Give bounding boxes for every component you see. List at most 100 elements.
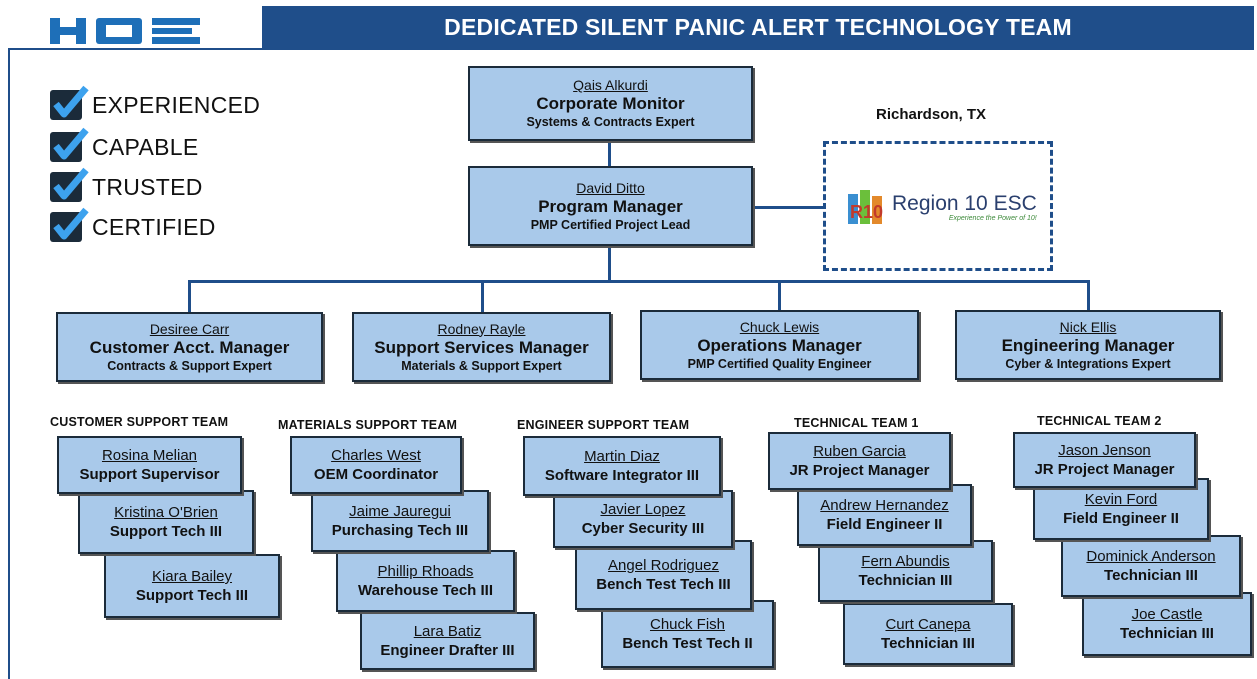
- team-member-box: Lara Batiz Engineer Drafter III: [360, 612, 535, 670]
- team-member-box: Charles West OEM Coordinator: [290, 436, 462, 494]
- checkbox-checked-icon: [50, 85, 89, 120]
- person-name: Javier Lopez: [600, 501, 686, 518]
- connector-line: [752, 206, 824, 209]
- region10-logo: R10 Region 10 ESC Experience the Power o…: [846, 188, 1037, 226]
- org-box-support-services-manager: Rodney Rayle Support Services Manager Ma…: [352, 312, 611, 382]
- team-member-box: Rosina Melian Support Supervisor: [57, 436, 242, 494]
- connector-line: [778, 280, 781, 310]
- person-role: Cyber Security III: [581, 520, 705, 537]
- person-name: Martin Diaz: [584, 448, 660, 465]
- checklist-item: EXPERIENCED: [50, 85, 261, 120]
- team-title: MATERIALS SUPPORT TEAM: [278, 418, 458, 432]
- person-name: Curt Canepa: [885, 616, 971, 633]
- person-role: Field Engineer II: [826, 516, 943, 533]
- team-member-box: Andrew Hernandez Field Engineer II: [797, 484, 972, 546]
- region10-mark-text: R10: [850, 202, 883, 222]
- person-name: Chuck Lewis: [739, 318, 820, 335]
- partner-location: Richardson, TX: [876, 106, 987, 123]
- person-role: JR Project Manager: [1034, 461, 1175, 478]
- team-member-box: Ruben Garcia JR Project Manager: [768, 432, 951, 490]
- person-name: Angel Rodriguez: [608, 557, 719, 574]
- person-role: Operations Manager: [697, 335, 862, 355]
- connector-line: [1087, 280, 1090, 312]
- team-member-box: Chuck Fish Bench Test Tech II: [601, 600, 774, 668]
- team-member-box: Jason Jenson JR Project Manager: [1013, 432, 1196, 488]
- checklist-label: TRUSTED: [92, 173, 203, 200]
- person-role: Technician III: [881, 635, 975, 652]
- person-name: Desiree Carr: [149, 320, 230, 337]
- person-role: Field Engineer II: [1063, 510, 1179, 527]
- team-member-box: Javier Lopez Cyber Security III: [553, 490, 733, 548]
- connector-line: [481, 280, 484, 314]
- person-name: Jason Jenson: [1058, 442, 1151, 459]
- person-role: Technician III: [858, 572, 953, 589]
- person-name: Qais Alkurdi: [573, 77, 648, 93]
- header-rule: [8, 48, 1254, 50]
- person-name: Andrew Hernandez: [820, 497, 949, 514]
- person-name: Phillip Rhoads: [377, 563, 474, 580]
- person-name: Rosina Melian: [101, 447, 198, 464]
- person-expertise: Materials & Support Expert: [401, 358, 562, 373]
- connector-line: [188, 280, 1090, 283]
- team-title: ENGINEER SUPPORT TEAM: [517, 418, 690, 432]
- person-name: Kevin Ford: [1084, 491, 1158, 508]
- checklist-item: TRUSTED: [50, 167, 203, 202]
- checklist-label: CERTIFIED: [92, 213, 216, 240]
- person-name: Kristina O'Brien: [114, 504, 218, 521]
- connector-line: [608, 246, 611, 282]
- checkbox-checked-icon: [50, 207, 89, 242]
- team-member-box: Angel Rodriguez Bench Test Tech III: [575, 540, 752, 610]
- team-member-box: Kevin Ford Field Engineer II: [1033, 478, 1209, 540]
- left-border: [8, 48, 10, 679]
- person-role: Support Supervisor: [79, 466, 220, 483]
- person-role: Purchasing Tech III: [331, 522, 469, 539]
- person-role: Support Tech III: [109, 523, 223, 540]
- partner-box: R10 Region 10 ESC Experience the Power o…: [823, 141, 1053, 271]
- team-member-box: Phillip Rhoads Warehouse Tech III: [336, 550, 515, 612]
- person-expertise: PMP Certified Quality Engineer: [687, 356, 872, 371]
- team-member-box: Kiara Bailey Support Tech III: [104, 554, 280, 618]
- checkbox-checked-icon: [50, 167, 89, 202]
- person-role: OEM Coordinator: [313, 466, 439, 483]
- person-role: Engineering Manager: [1001, 335, 1175, 355]
- person-role: Support Services Manager: [374, 337, 589, 357]
- person-expertise: Systems & Contracts Expert: [526, 115, 695, 129]
- org-box-engineering-manager: Nick Ellis Engineering Manager Cyber & I…: [955, 310, 1221, 380]
- org-box-corporate-monitor: Qais Alkurdi Corporate Monitor Systems &…: [468, 66, 753, 141]
- person-name: Jaime Jauregui: [349, 503, 451, 520]
- person-name: David Ditto: [576, 179, 645, 196]
- team-member-box: Joe Castle Technician III: [1082, 592, 1252, 656]
- team-member-box: Dominick Anderson Technician III: [1061, 535, 1241, 597]
- person-role: Bench Test Tech II: [622, 635, 753, 652]
- person-name: Joe Castle: [1131, 606, 1203, 623]
- team-member-box: Kristina O'Brien Support Tech III: [78, 490, 254, 554]
- team-member-box: Curt Canepa Technician III: [843, 603, 1013, 665]
- checklist-label: CAPABLE: [92, 133, 199, 160]
- team-title: TECHNICAL TEAM 2: [1037, 414, 1162, 428]
- team-member-box: Jaime Jauregui Purchasing Tech III: [311, 490, 489, 552]
- person-name: Nick Ellis: [1059, 318, 1117, 335]
- checklist-item: CAPABLE: [50, 127, 199, 162]
- person-name: Kiara Bailey: [151, 568, 233, 585]
- org-box-customer-acct-manager: Desiree Carr Customer Acct. Manager Cont…: [56, 312, 323, 382]
- person-expertise: Contracts & Support Expert: [107, 358, 272, 373]
- team-member-box: Martin Diaz Software Integrator III: [523, 436, 721, 496]
- person-expertise: PMP Certified Project Lead: [530, 217, 691, 232]
- person-role: Bench Test Tech III: [596, 576, 731, 593]
- region10-tagline: Experience the Power of 10!: [948, 214, 1037, 222]
- connector-line: [608, 140, 611, 166]
- person-role: Technician III: [1104, 567, 1198, 584]
- checkbox-checked-icon: [50, 127, 89, 162]
- person-role: Program Manager: [538, 196, 683, 216]
- team-member-box: Fern Abundis Technician III: [818, 540, 993, 602]
- person-name: Dominick Anderson: [1086, 548, 1216, 565]
- person-role: Corporate Monitor: [536, 94, 685, 113]
- org-box-program-manager: David Ditto Program Manager PMP Certifie…: [468, 166, 753, 246]
- team-title: TECHNICAL TEAM 1: [794, 416, 919, 430]
- person-role: Engineer Drafter III: [380, 642, 515, 659]
- hqe-logo: [40, 10, 210, 52]
- person-role: JR Project Manager: [789, 462, 930, 479]
- person-name: Fern Abundis: [861, 553, 950, 570]
- checklist-label: EXPERIENCED: [92, 91, 261, 118]
- person-name: Chuck Fish: [649, 616, 726, 633]
